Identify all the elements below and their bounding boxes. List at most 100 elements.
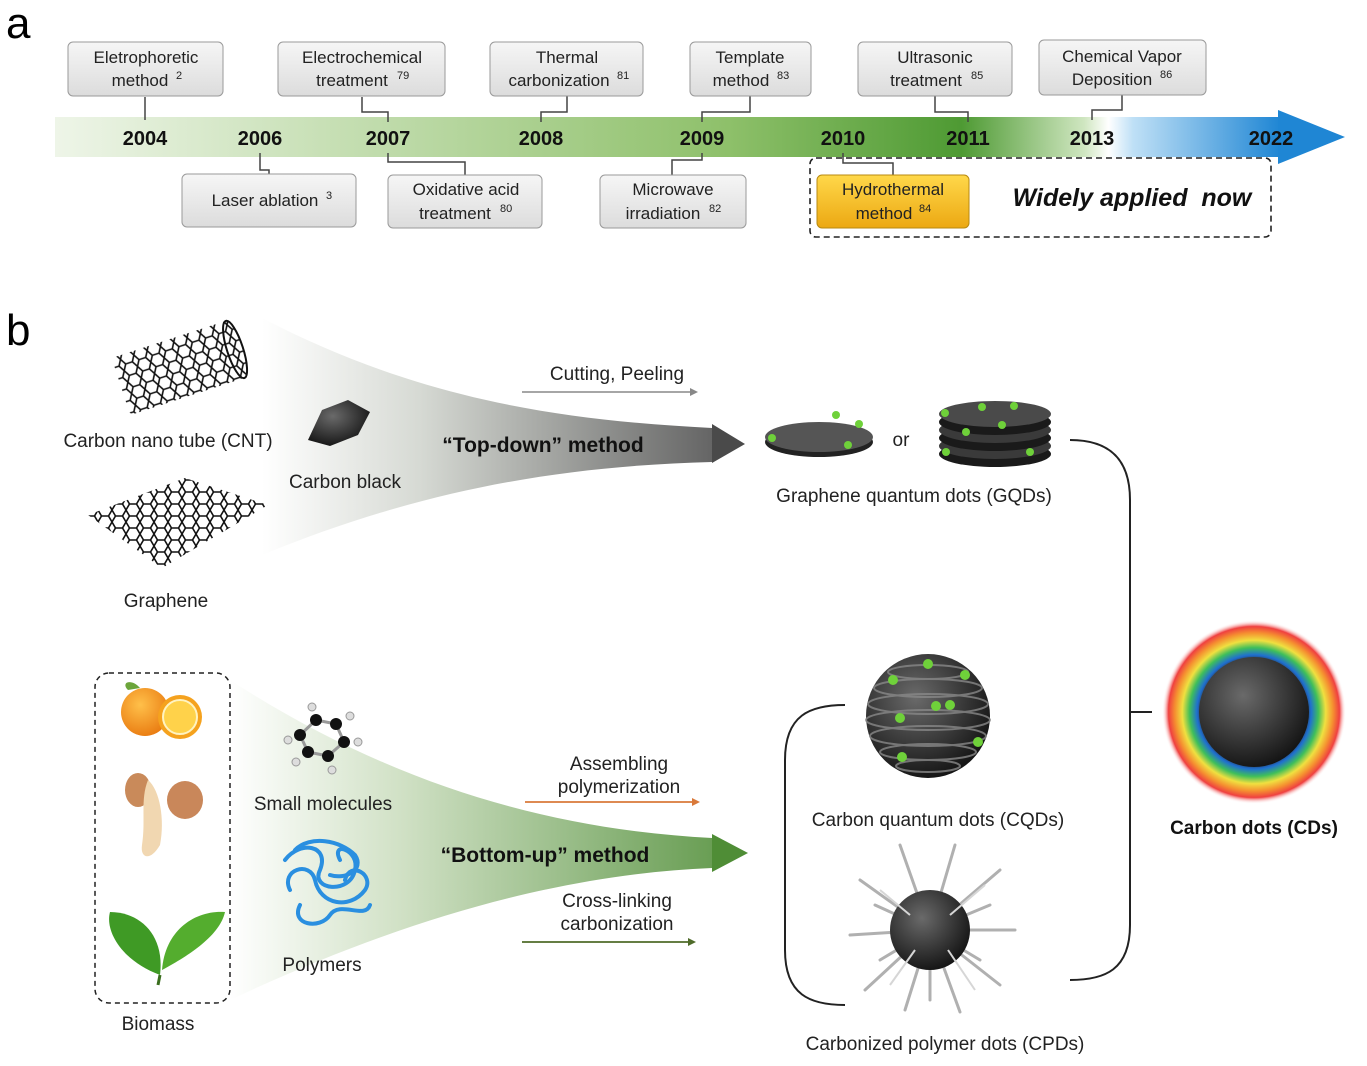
connectors-below xyxy=(259,153,894,175)
event-electrochemical: Electrochemical treatment 79 xyxy=(277,41,446,97)
crosslinking-label-2: carbonization xyxy=(560,914,673,935)
year-2008: 2008 xyxy=(519,128,564,150)
event-label: Deposition xyxy=(1072,70,1152,89)
timeline: 2004 2006 2007 2008 2009 2010 2011 2013 … xyxy=(55,39,1345,238)
event-label: irradiation xyxy=(626,204,701,223)
event-label: Microwave xyxy=(632,180,713,199)
event-ultrasonic: Ultrasonic treatment 85 xyxy=(857,41,1013,97)
panel-a-label: a xyxy=(6,0,31,48)
year-2007: 2007 xyxy=(366,128,411,150)
event-label: treatment xyxy=(890,71,962,90)
assembling-label-1: Assembling xyxy=(570,754,668,775)
gqd-stack-icon xyxy=(939,401,1051,467)
event-ref: 86 xyxy=(1160,69,1172,81)
year-2013: 2013 xyxy=(1070,128,1115,150)
polymers-label: Polymers xyxy=(282,955,361,976)
widely-applied-text: Widely applied now xyxy=(1013,184,1253,212)
event-label: Laser ablation xyxy=(212,191,319,210)
year-2006: 2006 xyxy=(238,128,283,150)
event-label: Hydrothermal xyxy=(842,180,944,199)
cutting-peeling-label: Cutting, Peeling xyxy=(550,364,684,385)
event-label: treatment xyxy=(419,204,491,223)
orange-icon xyxy=(121,682,202,739)
event-ref: 79 xyxy=(397,70,409,82)
assembling-arrowhead xyxy=(692,798,700,806)
cpd-label: Carbonized polymer dots (CPDs) xyxy=(806,1034,1085,1055)
cqd-cpd-bracket xyxy=(784,704,846,1006)
event-label: method xyxy=(713,71,770,90)
bottomup-funnel xyxy=(230,680,712,1000)
or-label: or xyxy=(893,430,911,451)
event-ref: 82 xyxy=(709,203,721,215)
cqd-label: Carbon quantum dots (CQDs) xyxy=(812,810,1064,831)
event-label: method xyxy=(112,71,169,90)
cqd-icon xyxy=(865,654,991,778)
event-label: Eletrophoretic xyxy=(94,48,199,67)
carbon-dots-label: Carbon dots (CDs) xyxy=(1170,818,1338,839)
event-ref: 84 xyxy=(919,203,931,215)
topdown-method-label: “Top-down” method xyxy=(442,434,643,457)
widely-applied-region xyxy=(809,157,1272,238)
event-cvd: Chemical Vapor Deposition 86 xyxy=(1038,39,1207,96)
event-oxidative-acid: Oxidative acid treatment 80 xyxy=(387,174,543,229)
carbon-dot-icon xyxy=(1162,620,1346,804)
event-label: Electrochemical xyxy=(302,48,422,67)
cpd-icon xyxy=(848,843,1017,1014)
carbon-black-icon xyxy=(308,400,370,446)
event-laser-ablation: Laser ablation 3 xyxy=(181,173,357,228)
event-label: Chemical Vapor xyxy=(1062,47,1182,66)
event-thermal: Thermal carbonization 81 xyxy=(489,41,644,97)
year-2011: 2011 xyxy=(946,128,989,150)
small-molecule-icon xyxy=(283,702,363,775)
event-ref: 81 xyxy=(617,70,629,82)
event-ref: 85 xyxy=(971,70,983,82)
gqd-sheet-icon xyxy=(765,411,873,457)
event-ref: 80 xyxy=(500,203,512,215)
graphene-icon xyxy=(88,478,268,568)
egg-shell-icon xyxy=(125,773,203,857)
event-label: treatment xyxy=(316,71,388,90)
carbon-black-label: Carbon black xyxy=(289,472,401,493)
year-2009: 2009 xyxy=(680,128,725,150)
topdown-section: Carbon nano tube (CNT) Carbon black Grap… xyxy=(63,318,1052,612)
event-hydrothermal: Hydrothermal method 84 xyxy=(816,174,970,229)
cnt-label: Carbon nano tube (CNT) xyxy=(63,431,272,452)
gqd-label: Graphene quantum dots (GQDs) xyxy=(776,486,1052,507)
assembling-label-2: polymerization xyxy=(558,777,681,798)
connectors-above xyxy=(144,95,1123,122)
bottomup-arrowhead xyxy=(712,834,748,872)
topdown-arrowhead xyxy=(712,424,745,463)
crosslinking-label-1: Cross-linking xyxy=(562,891,672,912)
biomass-box xyxy=(94,672,231,1004)
timeline-bar xyxy=(55,117,1280,157)
event-label: method xyxy=(856,204,913,223)
cutting-arrowhead xyxy=(690,388,698,396)
event-ref: 3 xyxy=(326,190,332,202)
event-label: Thermal xyxy=(536,48,598,67)
bottomup-section: Biomass Small molecules Polymers Assembl… xyxy=(94,654,1085,1055)
cnt-icon xyxy=(112,319,249,415)
event-label: Template xyxy=(716,48,785,67)
event-eletrophoretic: Eletrophoretic method 2 xyxy=(67,41,224,97)
event-microwave: Microwave irradiation 82 xyxy=(599,174,747,229)
small-molecules-label: Small molecules xyxy=(254,794,392,815)
event-ref: 2 xyxy=(176,70,182,82)
year-2010: 2010 xyxy=(821,128,866,150)
panel-b-label: b xyxy=(6,306,30,355)
year-2022: 2022 xyxy=(1249,128,1294,150)
polymer-icon xyxy=(283,838,372,926)
event-label: carbonization xyxy=(508,71,609,90)
cd-bracket xyxy=(1069,439,1131,981)
bottomup-method-label: “Bottom-up” method xyxy=(441,844,650,867)
graphene-label: Graphene xyxy=(124,591,209,612)
topdown-funnel xyxy=(262,318,712,555)
event-label: Oxidative acid xyxy=(413,180,520,199)
event-ref: 83 xyxy=(777,70,789,82)
event-label: Ultrasonic xyxy=(897,48,973,67)
biomass-label: Biomass xyxy=(122,1014,195,1035)
timeline-arrowhead xyxy=(1278,110,1345,164)
year-2004: 2004 xyxy=(123,128,168,150)
crosslinking-arrowhead xyxy=(688,938,696,946)
event-template: Template method 83 xyxy=(689,41,812,97)
